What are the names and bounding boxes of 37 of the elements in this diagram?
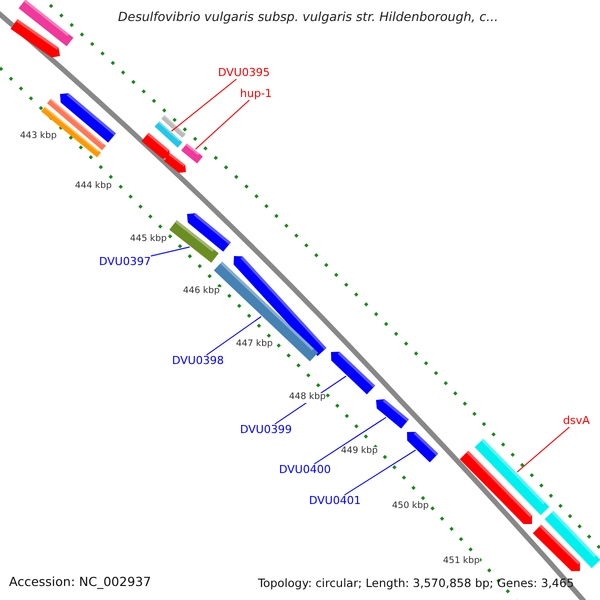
gene-label: DVU0399 (240, 424, 292, 436)
gene-block (164, 153, 186, 173)
scale-label: 451 kbp (443, 557, 480, 567)
scale-label: 447 kbp (236, 340, 273, 350)
gene-label: DVU0395 (218, 67, 270, 80)
genome-stats-label: Topology: circular; Length: 3,570,858 bp; Genes: 3,465 (258, 577, 574, 590)
gene-block (181, 144, 203, 164)
gene-block (460, 450, 532, 524)
scale-label: 448 kbp (289, 393, 326, 403)
leader-line (171, 78, 237, 132)
gene-block (169, 220, 219, 263)
leader-line (194, 100, 250, 150)
accession-label: Accession: NC_002937 (9, 575, 152, 589)
gene-block (331, 352, 376, 394)
gene-block (376, 399, 409, 429)
leader-line (314, 416, 387, 464)
scale-label: 450 kbp (392, 502, 429, 512)
gene-label: DVU0397 (99, 256, 151, 268)
scale-label: 445 kbp (130, 235, 167, 245)
gene-label: hup-1 (240, 88, 272, 100)
gene-label: DVU0401 (309, 495, 361, 508)
gene-block (532, 524, 580, 572)
leader-line (516, 426, 570, 473)
scale-label: 443 kbp (20, 132, 57, 142)
scale-label: 444 kbp (75, 182, 112, 192)
leader-line (206, 316, 262, 356)
leader-line (150, 246, 190, 257)
scale-label: 449 kbp (341, 447, 378, 457)
gene-label: DVU0400 (279, 464, 331, 476)
gene-block (407, 432, 438, 462)
gene-block (10, 19, 60, 58)
gene-label: DVU0398 (172, 355, 224, 368)
gene-block (141, 132, 170, 159)
genome-title: Desulfovibrio vulgaris subsp. vulgaris str. Hildenborough, c... (118, 10, 498, 24)
gene-label: dsvA (563, 415, 590, 428)
leader-line (344, 450, 416, 496)
scale-label: 446 kbp (183, 287, 220, 297)
